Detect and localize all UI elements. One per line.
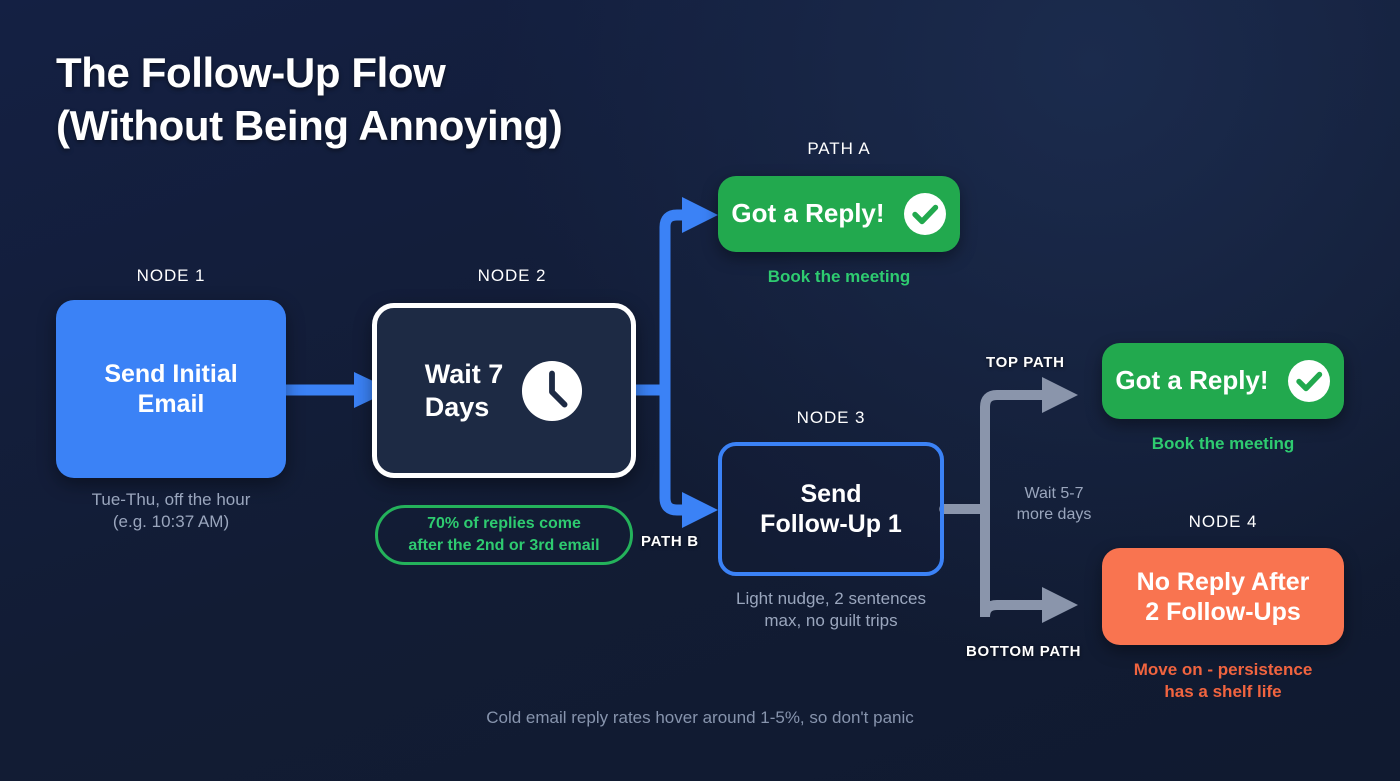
page-title: The Follow-Up Flow (Without Being Annoyi… (56, 47, 756, 153)
node-3-caption-line-2: max, no guilt trips (764, 611, 898, 631)
node-1-tag: NODE 1 (136, 266, 206, 285)
arrowhead-path-a (682, 197, 718, 233)
outcome-top-path-got-a-reply[interactable]: Got a Reply! (1102, 343, 1344, 419)
node-1-label-line-1: Send Initial (104, 360, 238, 388)
check-circle-icon (903, 193, 946, 235)
node-3-tag: NODE 3 (796, 408, 866, 427)
top-path-caption: Book the meeting (1151, 434, 1295, 453)
clock-icon (522, 360, 583, 421)
title-line-1: The Follow-Up Flow (56, 49, 446, 96)
node-4-label-line-1: No Reply After (1136, 567, 1310, 596)
node-4-tag: NODE 4 (1188, 512, 1258, 531)
node-3-label-line-1: Send (800, 480, 862, 508)
outcome-path-a-got-a-reply[interactable]: Got a Reply! (718, 176, 960, 252)
arrowhead-top-path (1042, 377, 1078, 413)
node-2-tag: NODE 2 (477, 266, 547, 285)
node-1-caption-line-2: (e.g. 10:37 AM) (112, 512, 230, 532)
footer-note: Cold email reply rates hover around 1-5%… (486, 708, 914, 727)
node-4-caption-line-2: has a shelf life (1164, 682, 1282, 702)
node-2-label-line-2: Days (424, 391, 490, 422)
node-3-caption: Light nudge, 2 sentences max, no guilt t… (698, 588, 964, 633)
node-2-badge-line-1: 70% of replies come (427, 515, 581, 533)
bottom-path-label: BOTTOM PATH (966, 643, 1082, 660)
node-1-label-line-2: Email (137, 390, 205, 418)
title-line-2: (Without Being Annoying) (56, 101, 563, 149)
node-4-label-line-2: 2 Follow-Ups (1145, 597, 1301, 626)
node-3-send-follow-up-1[interactable]: Send Follow-Up 1 (718, 442, 944, 576)
node-4-no-reply-after-2-follow-ups[interactable]: No Reply After 2 Follow-Ups (1102, 548, 1344, 645)
path-a-caption: Book the meeting (767, 267, 911, 286)
node-2-label-line-1: Wait 7 (424, 359, 504, 390)
check-circle-icon (1287, 360, 1330, 402)
node-4-caption-line-1: Move on - persistence (1133, 660, 1313, 679)
path-a-outcome-label: Got a Reply! (731, 198, 885, 229)
path-a-tag: PATH A (807, 139, 871, 158)
top-path-outcome-label: Got a Reply! (1115, 365, 1269, 396)
arrowhead-path-b (682, 492, 718, 528)
node-1-caption-line-1: Tue-Thu, off the hour (91, 490, 251, 509)
path-b-label: PATH B (641, 533, 699, 550)
wait-more-days-line-2: more days (1016, 505, 1092, 523)
top-path-label: TOP PATH (986, 354, 1065, 371)
node-1-caption: Tue-Thu, off the hour (e.g. 10:37 AM) (36, 489, 306, 534)
connector-node2-branch (630, 209, 692, 516)
node-2-stat-badge: 70% of replies come after the 2nd or 3rd… (375, 505, 633, 565)
node-2-wait-7-days[interactable]: Wait 7 Days (372, 303, 636, 478)
arrowhead-bottom-path (1042, 587, 1078, 623)
node-1-send-initial-email[interactable]: Send Initial Email (56, 300, 286, 478)
wait-more-days-note: Wait 5-7 more days (1000, 484, 1108, 526)
node-4-caption: Move on - persistence has a shelf life (1082, 659, 1364, 704)
node-3-caption-line-1: Light nudge, 2 sentences (736, 589, 926, 608)
node-3-label-line-2: Follow-Up 1 (760, 510, 902, 538)
node-2-badge-line-2: after the 2nd or 3rd email (408, 537, 600, 554)
wait-more-days-line-1: Wait 5-7 (1024, 485, 1084, 502)
